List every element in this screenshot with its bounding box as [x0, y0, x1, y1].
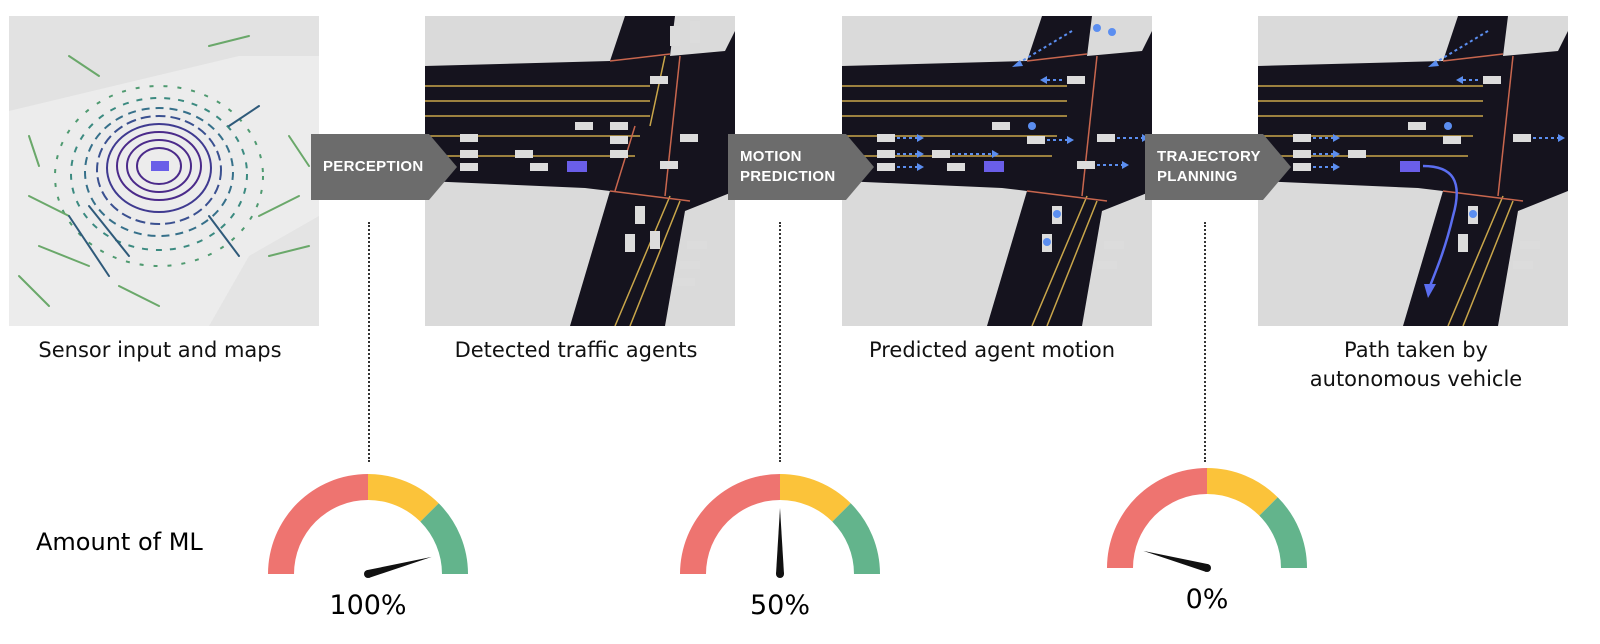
gauge-needle [366, 556, 432, 578]
stage-arrow-shape [1145, 134, 1291, 200]
stage-label-perception: PERCEPTION [323, 158, 424, 175]
detected-agents-image [425, 16, 735, 326]
sensor-input-image [9, 16, 319, 326]
stage-arrow-shape [311, 134, 457, 200]
gauge-segment-mid [1207, 468, 1278, 516]
gauge-segment-high [1259, 497, 1307, 568]
gauge-segment-low [1107, 468, 1207, 568]
gauge-dial [680, 474, 880, 578]
planned-path-image [1258, 16, 1568, 326]
caption-detected-agents: Detected traffic agents [454, 338, 698, 362]
ml-amount-title: Amount of ML [36, 528, 203, 556]
connector-motion-prediction [779, 222, 781, 462]
gauge-perception: 100% [258, 470, 478, 630]
gauge-segment-low [680, 474, 780, 574]
gauge-needle [1143, 550, 1209, 572]
gauge-segment-mid [780, 474, 851, 522]
gauge-motion-prediction: 50% [670, 470, 890, 630]
gauge-dial [1107, 468, 1307, 572]
gauge-needle-hub [776, 570, 784, 578]
gauge-value-label: 0% [1185, 584, 1229, 615]
connector-trajectory-planning [1204, 222, 1206, 462]
connector-perception [368, 222, 370, 462]
predicted-motion-image [842, 16, 1152, 326]
gauge-segment-high [832, 503, 880, 574]
gauge-segment-high [420, 503, 468, 574]
stage-trajectory-planning: TRAJECTORY PLANNING [1145, 134, 1293, 200]
stage-motion-prediction: MOTION PREDICTION [728, 134, 876, 200]
gauge-value-label: 100% [329, 590, 407, 621]
gauge-dial [268, 474, 468, 578]
stage-perception: PERCEPTION [311, 134, 459, 200]
gauge-needle-hub [1203, 564, 1211, 572]
stage-arrow-shape [728, 134, 874, 200]
caption-planned-path: Path taken by autonomous vehicle [1309, 338, 1523, 391]
gauge-segment-low [268, 474, 368, 574]
gauge-value-label: 50% [749, 590, 810, 621]
gauge-trajectory-planning: 0% [1097, 464, 1317, 624]
gauge-needle [776, 508, 784, 574]
stage-label-motion-prediction: MOTION PREDICTION [740, 148, 836, 185]
gauge-needle-hub [364, 570, 372, 578]
caption-predicted-motion: Predicted agent motion [868, 338, 1116, 362]
stage-label-trajectory-planning: TRAJECTORY PLANNING [1157, 148, 1261, 185]
gauge-segment-mid [368, 474, 439, 522]
caption-sensor-input: Sensor input and maps [38, 338, 282, 362]
